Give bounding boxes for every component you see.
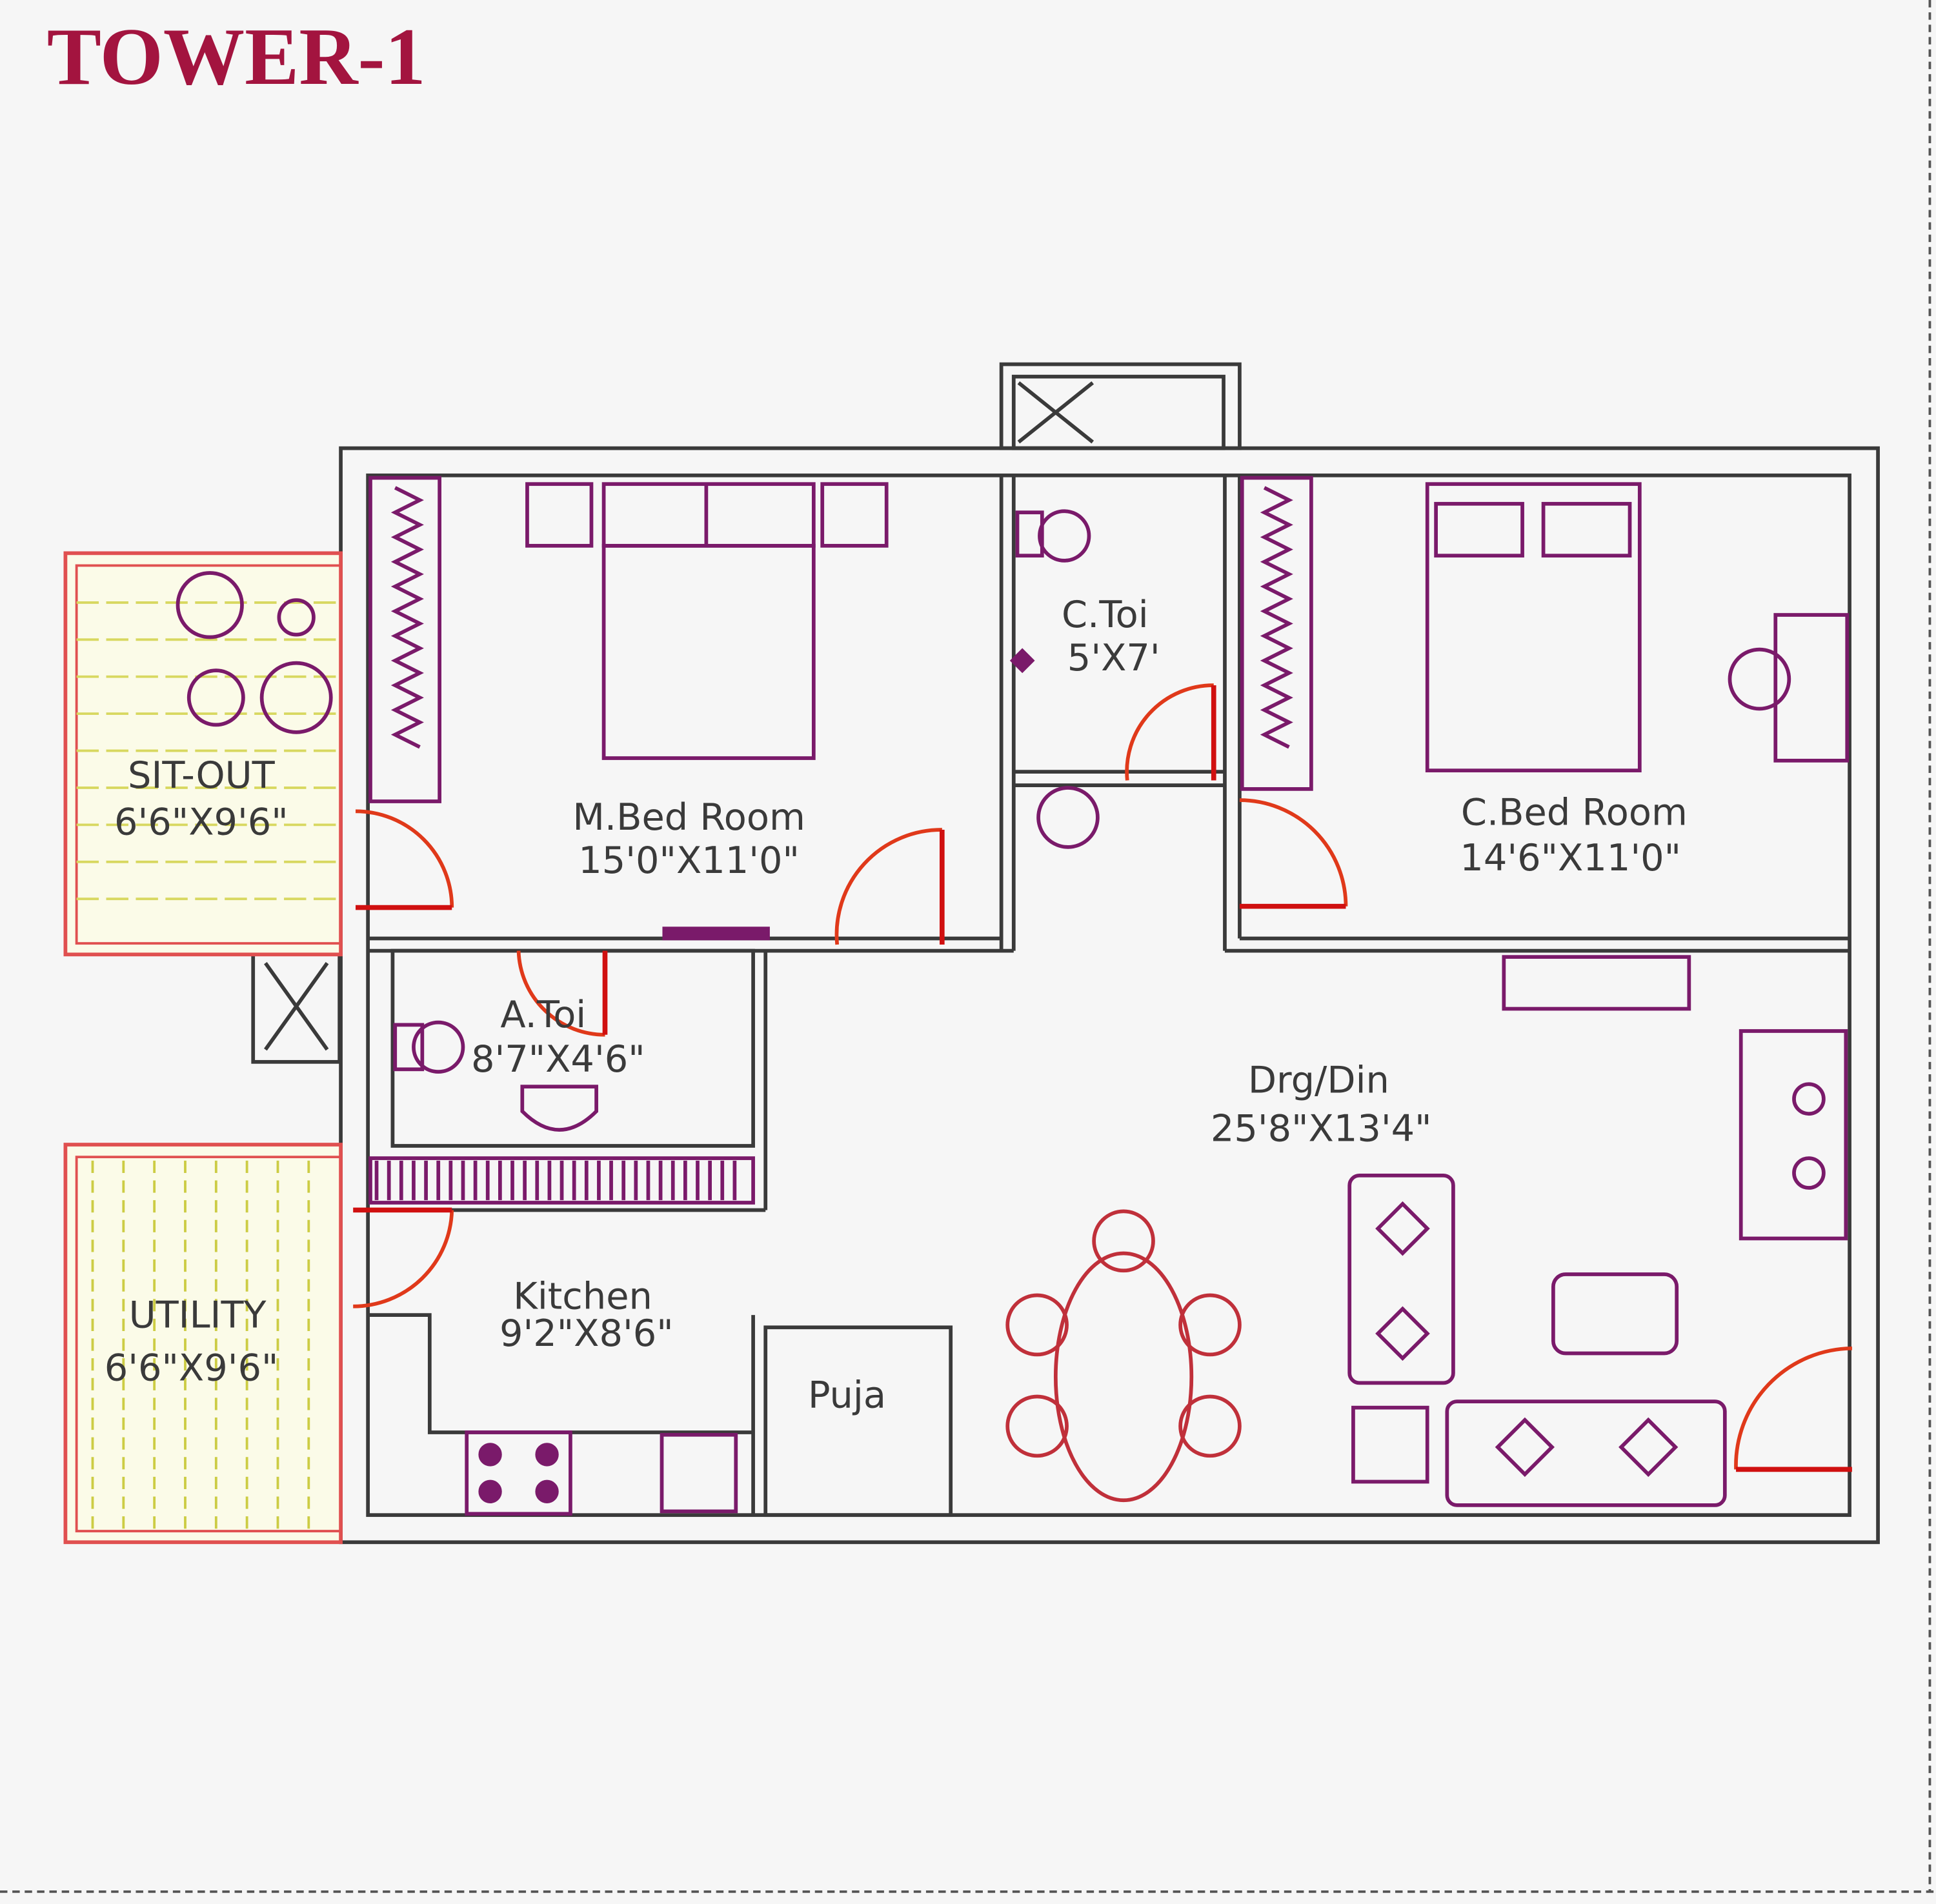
walls [251, 362, 1880, 1545]
toilet-icon [393, 1020, 465, 1074]
room-size-child-bedroom: 14'6"X11'0" [1460, 836, 1681, 879]
bed-icon [1425, 482, 1642, 773]
room-name-drawing-dining: Drg/Din [1248, 1059, 1389, 1102]
doors [353, 683, 1852, 1472]
wash-basin-icon [520, 1085, 598, 1132]
sofa-icon [1347, 1174, 1455, 1385]
room-name-kitchen: Kitchen [513, 1275, 652, 1318]
dining-table-icon [1005, 1209, 1242, 1503]
room-size-drawing-dining: 25'8"X13'4" [1211, 1107, 1432, 1150]
coffee-table-icon [1551, 1272, 1679, 1356]
bed-icon [525, 482, 889, 760]
furniture [368, 476, 1850, 1516]
stove-icon [465, 1430, 572, 1516]
room-name-master-bedroom: M.Bed Room [572, 796, 805, 839]
counter-slab [368, 1156, 755, 1205]
toilet-icon [1015, 509, 1091, 563]
room-size-utility: 6'6"X9'6" [105, 1347, 279, 1390]
sofa-icon [1445, 1399, 1727, 1507]
room-size-kitchen: 9'2"X8'6" [499, 1312, 674, 1355]
wardrobe-icon [368, 476, 441, 803]
room-size-master-bedroom: 15'0"X11'0" [578, 839, 800, 882]
plan-title: TOWER-1 [47, 12, 426, 102]
room-name-sit-out: SIT-OUT [128, 754, 276, 797]
room-size-attached-toilet: 8'7"X4'6" [471, 1037, 645, 1081]
room-name-utility: UTILITY [129, 1293, 267, 1336]
wash-basin-icon [1036, 786, 1100, 849]
outdoor-chairs-icon [176, 571, 333, 734]
kitchen-sink-icon [660, 1432, 738, 1514]
utility-area: UTILITY 6'6"X9'6" [63, 1143, 343, 1545]
room-name-common-toilet: C.Toi [1062, 593, 1149, 636]
tv-unit-icon [1502, 955, 1691, 1011]
room-name-attached-toilet: A.Toi [500, 993, 586, 1036]
wardrobe-icon [1240, 476, 1313, 791]
sit-out-balcony: SIT-OUT 6'6"X9'6" [63, 551, 343, 957]
desk-chair-icon [1728, 613, 1850, 763]
side-table-icon [1351, 1405, 1429, 1484]
room-size-sit-out: 6'6"X9'6" [114, 801, 288, 844]
room-name-child-bedroom: C.Bed Room [1461, 790, 1688, 834]
room-name-puja: Puja [808, 1374, 886, 1417]
room-size-common-toilet: 5'X7' [1067, 636, 1160, 679]
sofa-icon [1739, 1029, 1848, 1241]
